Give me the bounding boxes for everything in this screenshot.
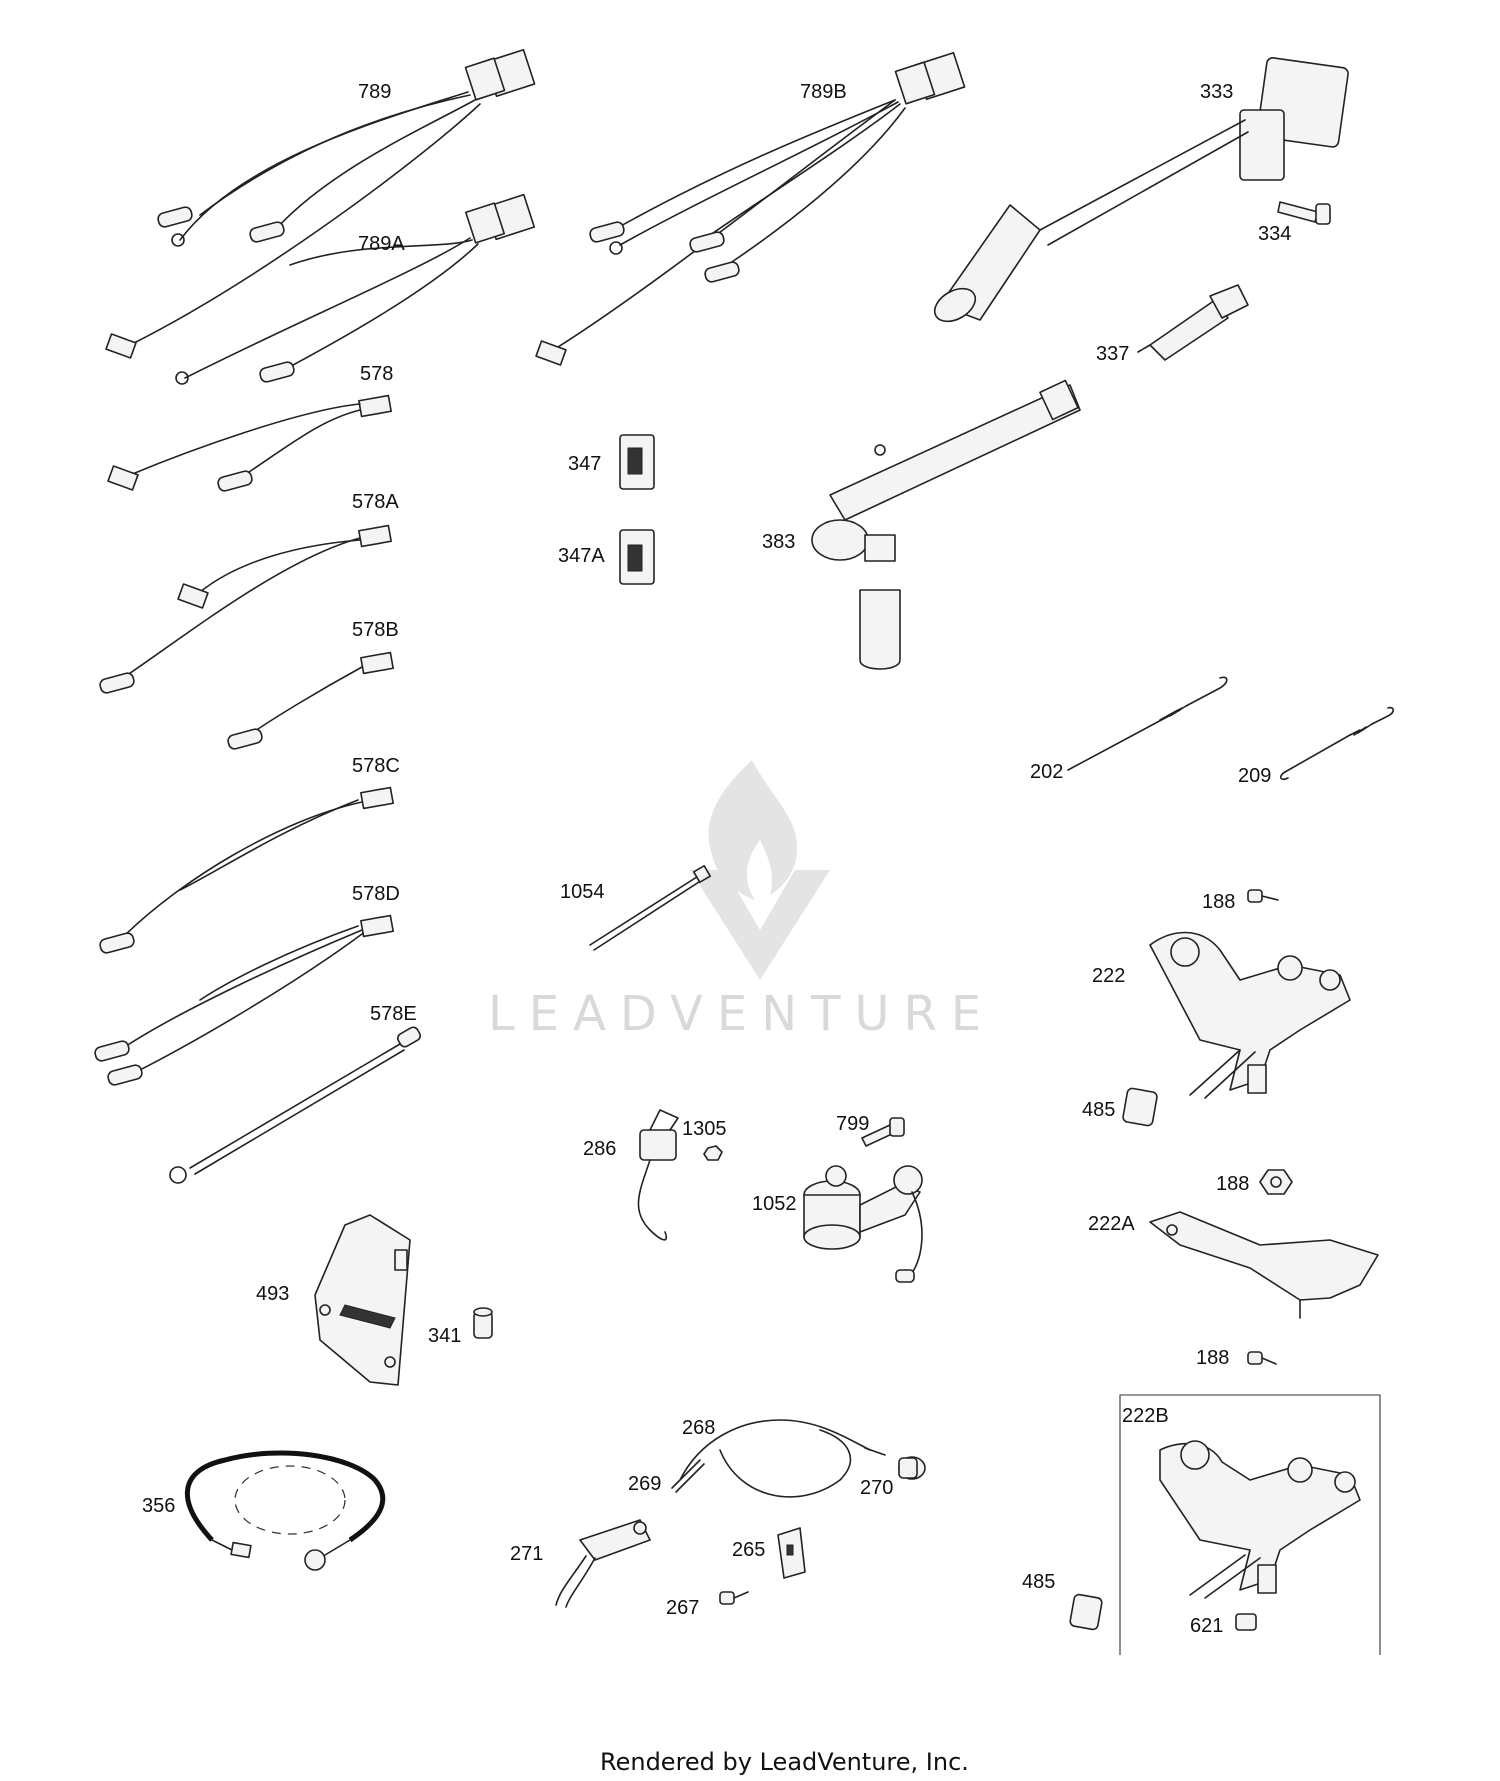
label-789: 789 (358, 81, 391, 103)
part-578a-lead (99, 524, 392, 694)
part-789-harness (105, 48, 536, 359)
part-271-lever (555, 1519, 651, 1608)
label-485-b: 485 (1022, 1571, 1055, 1593)
part-347a-switch (619, 529, 655, 585)
label-1305: 1305 (682, 1118, 727, 1140)
part-222a-bracket (1149, 1211, 1379, 1319)
label-578a: 578A (352, 491, 399, 513)
label-621: 621 (1190, 1615, 1223, 1637)
footer-credit: Rendered by LeadVenture, Inc. (600, 1748, 969, 1776)
label-578: 578 (360, 363, 393, 385)
watermark: LEADVENTURE (488, 760, 995, 1042)
label-383: 383 (762, 531, 795, 553)
label-265: 265 (732, 1539, 765, 1561)
label-270: 270 (860, 1477, 893, 1499)
part-222-governor-bracket (1149, 931, 1351, 1099)
label-799: 799 (836, 1113, 869, 1135)
part-269-cable-end (671, 1459, 705, 1493)
part-270-clamp (898, 1456, 926, 1480)
part-799-screw (861, 1117, 905, 1147)
label-578e: 578E (370, 1003, 417, 1025)
part-578b-lead (227, 651, 394, 750)
label-341: 341 (428, 1325, 461, 1347)
label-337: 337 (1096, 343, 1129, 365)
part-485-clip-a (1122, 1087, 1158, 1127)
label-493: 493 (256, 1283, 289, 1305)
label-333: 333 (1200, 81, 1233, 103)
label-578b: 578B (352, 619, 399, 641)
label-347: 347 (568, 453, 601, 475)
part-333-armature (933, 57, 1349, 323)
part-789a-harness (175, 193, 536, 385)
part-1054-cable-tie (589, 865, 711, 951)
label-209: 209 (1238, 765, 1271, 787)
label-578c: 578C (352, 755, 400, 777)
watermark-chevron-icon (690, 870, 830, 980)
part-578c-lead (99, 786, 394, 954)
label-1054: 1054 (560, 881, 605, 903)
label-222b: 222B (1122, 1405, 1169, 1427)
label-269: 269 (628, 1473, 661, 1495)
watermark-text: LEADVENTURE (488, 986, 995, 1042)
part-1305-nut (703, 1145, 723, 1161)
part-789b-harness (535, 51, 966, 366)
part-337-spark-plug (1137, 284, 1249, 361)
part-1052-solenoid (803, 1165, 923, 1283)
label-271: 271 (510, 1543, 543, 1565)
part-188-screw-b (1259, 1169, 1293, 1195)
label-356: 356 (142, 1495, 175, 1517)
part-188-screw-a (1247, 889, 1279, 903)
part-578-lead (107, 394, 392, 492)
label-1052: 1052 (752, 1193, 797, 1215)
label-789a: 789A (358, 233, 405, 255)
label-188-c: 188 (1196, 1347, 1229, 1369)
watermark-flame-icon (708, 760, 798, 900)
label-222: 222 (1092, 965, 1125, 987)
part-341-spacer (473, 1307, 493, 1339)
part-578e-lead (169, 1026, 421, 1184)
part-209-spring (1279, 706, 1395, 781)
part-268-cable (679, 1419, 886, 1498)
label-286: 286 (583, 1138, 616, 1160)
part-334-screw (1277, 201, 1331, 225)
label-789b: 789B (800, 81, 847, 103)
part-347-switch (619, 434, 655, 490)
part-188-screw-c (1247, 1351, 1277, 1365)
part-578d-lead (94, 914, 394, 1086)
part-265-clip (777, 1527, 806, 1579)
label-188-a: 188 (1202, 891, 1235, 913)
label-334: 334 (1258, 223, 1291, 245)
label-267: 267 (666, 1597, 699, 1619)
label-578d: 578D (352, 883, 400, 905)
part-356-ground-lead (184, 1450, 386, 1571)
label-347a: 347A (558, 545, 605, 567)
label-268: 268 (682, 1417, 715, 1439)
part-383-wrench (811, 379, 1081, 670)
part-485-clip-b (1069, 1593, 1103, 1631)
part-286-module (637, 1109, 679, 1241)
label-222a: 222A (1088, 1213, 1135, 1235)
part-493-bracket (314, 1214, 411, 1386)
part-202-spring (1067, 676, 1228, 771)
label-485-a: 485 (1082, 1099, 1115, 1121)
label-188-b: 188 (1216, 1173, 1249, 1195)
part-267-screw (719, 1591, 749, 1605)
part-222b-kit-box (1119, 1394, 1381, 1655)
label-202: 202 (1030, 761, 1063, 783)
